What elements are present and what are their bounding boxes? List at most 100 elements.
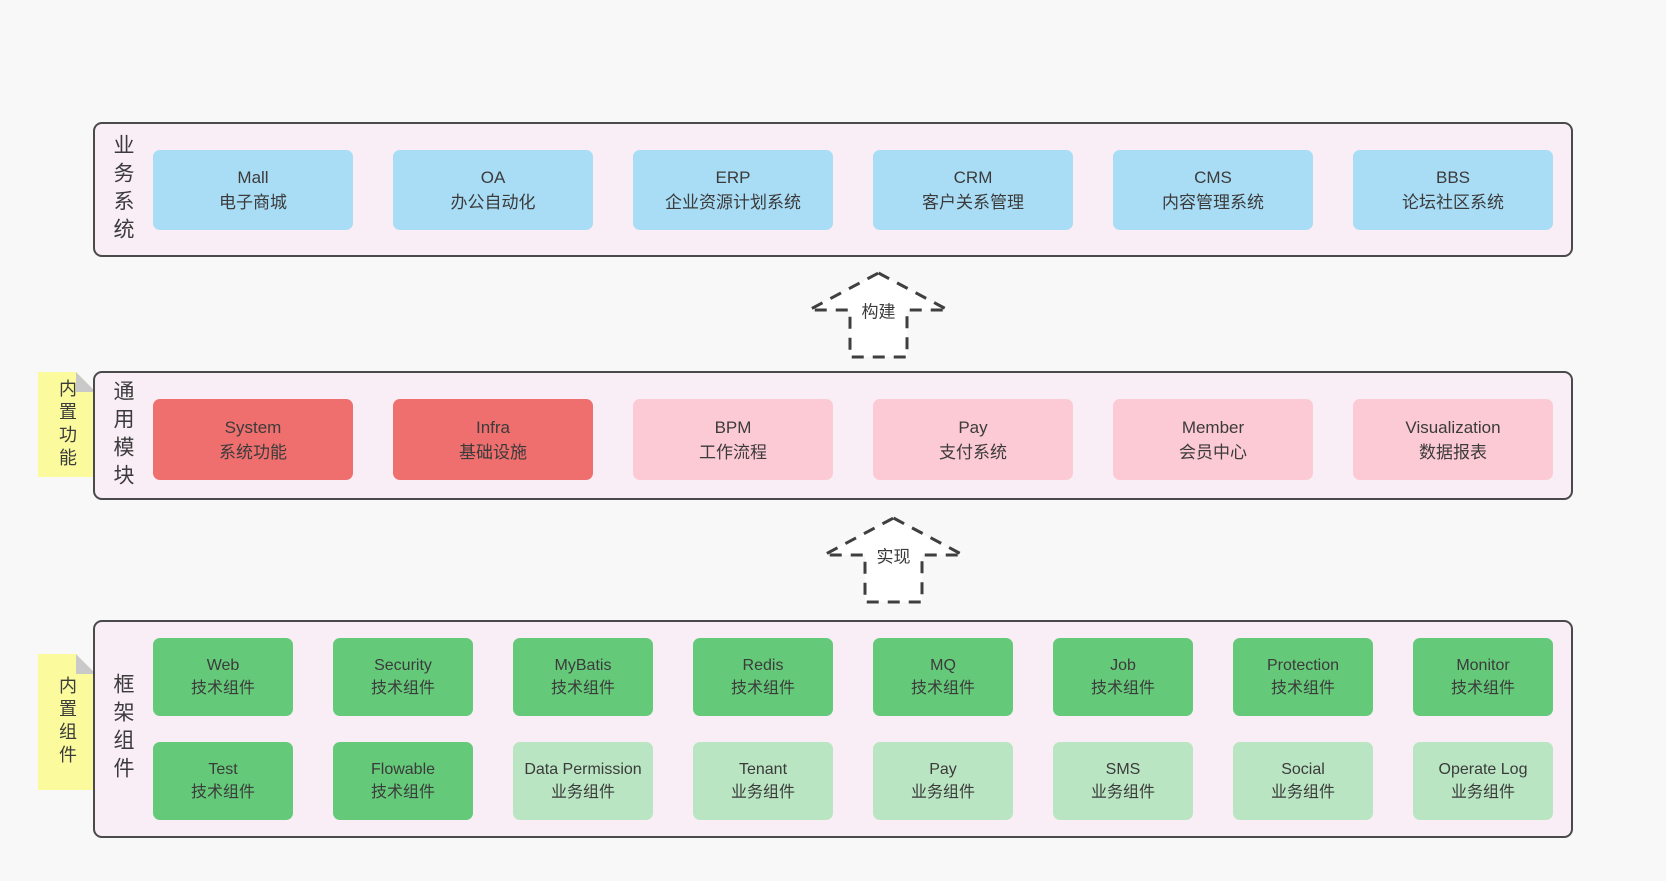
box-mybatis: MyBatis 技术组件: [513, 638, 653, 716]
box-name: Tenant: [738, 761, 788, 778]
box-bpm: BPM 工作流程: [633, 399, 833, 480]
box-subtitle: 技术组件: [550, 680, 615, 697]
box-subtitle: 技术组件: [370, 784, 435, 801]
box-name: Web: [206, 657, 240, 674]
arrow-label: 实现: [872, 541, 915, 569]
box-subtitle: 数据报表: [1419, 442, 1487, 462]
box-tenant: Tenant 业务组件: [693, 742, 833, 820]
framework-components-layer: 框架组件 Web 技术组件 Security 技术组件 MyBatis 技术组件…: [93, 620, 1573, 838]
box-subtitle: 技术组件: [190, 784, 255, 801]
box-subtitle: 技术组件: [370, 680, 435, 697]
box-erp: ERP 企业资源计划系统: [633, 150, 833, 230]
box-name: MyBatis: [554, 657, 612, 674]
box-name: SMS: [1105, 761, 1141, 778]
box-name: Pay: [929, 761, 957, 778]
box-system: System 系统功能: [153, 399, 353, 480]
box-flowable: Flowable 技术组件: [333, 742, 473, 820]
box-name: Protection: [1266, 657, 1340, 674]
common-modules-layer: 通用模块 System 系统功能 Infra 基础设施 BPM 工作流程 Pay…: [93, 371, 1573, 500]
box-name: Job: [1110, 657, 1136, 674]
box-crm: CRM 客户关系管理: [873, 150, 1073, 230]
box-subtitle: 系统功能: [219, 442, 287, 462]
box-subtitle: 技术组件: [1090, 680, 1155, 697]
layer-label: 通用模块: [111, 379, 134, 492]
arrow-label: 构建: [857, 296, 900, 324]
box-member: Member 会员中心: [1113, 399, 1313, 480]
box-subtitle: 技术组件: [1450, 680, 1515, 697]
box-subtitle: 会员中心: [1179, 442, 1247, 462]
box-subtitle: 业务组件: [550, 784, 615, 801]
box-name: OA: [480, 168, 506, 187]
box-subtitle: 业务组件: [1270, 784, 1335, 801]
box-subtitle: 技术组件: [190, 680, 255, 697]
box-name: System: [224, 417, 282, 437]
common-modules-row: System 系统功能 Infra 基础设施 BPM 工作流程 Pay 支付系统…: [153, 399, 1553, 480]
box-social: Social 业务组件: [1233, 742, 1373, 820]
business-systems-row: Mall 电子商城 OA 办公自动化 ERP 企业资源计划系统 CRM 客户关系…: [153, 150, 1553, 230]
box-pay: Pay 支付系统: [873, 399, 1073, 480]
box-bbs: BBS 论坛社区系统: [1353, 150, 1553, 230]
box-name: Pay: [958, 417, 988, 437]
box-name: Operate Log: [1438, 761, 1528, 778]
box-subtitle: 技术组件: [730, 680, 795, 697]
box-name: Infra: [475, 417, 511, 437]
box-name: Data Permission: [524, 761, 642, 778]
box-subtitle: 基础设施: [459, 442, 527, 462]
box-subtitle: 办公自动化: [450, 193, 536, 212]
box-data-permission: Data Permission 业务组件: [513, 742, 653, 820]
box-name: Social: [1281, 761, 1325, 778]
box-subtitle: 企业资源计划系统: [665, 193, 801, 212]
box-name: Test: [208, 761, 238, 778]
box-name: Mall: [237, 168, 269, 187]
box-name: MQ: [930, 657, 956, 674]
box-subtitle: 客户关系管理: [922, 193, 1024, 212]
box-security: Security 技术组件: [333, 638, 473, 716]
box-infra: Infra 基础设施: [393, 399, 593, 480]
framework-components-row-2: Test 技术组件 Flowable 技术组件 Data Permission …: [153, 742, 1553, 820]
box-subtitle: 业务组件: [730, 784, 795, 801]
box-name: Monitor: [1456, 657, 1510, 674]
box-name: BPM: [714, 417, 752, 437]
box-protection: Protection 技术组件: [1233, 638, 1373, 716]
box-name: CMS: [1194, 168, 1232, 187]
box-name: Member: [1181, 417, 1245, 437]
box-name: Redis: [742, 657, 784, 674]
box-mq: MQ 技术组件: [873, 638, 1013, 716]
box-name: ERP: [715, 168, 751, 187]
implement-arrow: 实现: [821, 515, 966, 605]
build-arrow: 构建: [806, 270, 951, 360]
box-subtitle: 业务组件: [1090, 784, 1155, 801]
box-subtitle: 业务组件: [1450, 784, 1515, 801]
box-subtitle: 支付系统: [939, 442, 1007, 462]
box-oa: OA 办公自动化: [393, 150, 593, 230]
sticky-note-builtin-components: 内置组件: [38, 654, 96, 790]
note-text: 内置组件: [57, 676, 77, 768]
box-web: Web 技术组件: [153, 638, 293, 716]
box-name: Flowable: [370, 761, 436, 778]
box-operate-log: Operate Log 业务组件: [1413, 742, 1553, 820]
layer-label: 框架组件: [111, 673, 134, 785]
box-subtitle: 论坛社区系统: [1402, 193, 1504, 212]
sticky-note-builtin-features: 内置功能: [38, 372, 96, 477]
box-name: Visualization: [1405, 417, 1501, 437]
box-subtitle: 技术组件: [1270, 680, 1335, 697]
layer-label: 业务系统: [111, 133, 134, 246]
box-job: Job 技术组件: [1053, 638, 1193, 716]
box-monitor: Monitor 技术组件: [1413, 638, 1553, 716]
box-sms: SMS 业务组件: [1053, 742, 1193, 820]
box-pay-component: Pay 业务组件: [873, 742, 1013, 820]
box-visualization: Visualization 数据报表: [1353, 399, 1553, 480]
box-test: Test 技术组件: [153, 742, 293, 820]
business-systems-layer: 业务系统 Mall 电子商城 OA 办公自动化 ERP 企业资源计划系统 CRM…: [93, 122, 1573, 257]
box-name: BBS: [1435, 168, 1471, 187]
box-subtitle: 技术组件: [910, 680, 975, 697]
note-text: 内置功能: [57, 378, 77, 471]
box-subtitle: 工作流程: [699, 442, 767, 462]
box-cms: CMS 内容管理系统: [1113, 150, 1313, 230]
box-name: Security: [374, 657, 432, 674]
box-mall: Mall 电子商城: [153, 150, 353, 230]
box-subtitle: 电子商城: [219, 193, 287, 212]
box-subtitle: 内容管理系统: [1162, 193, 1264, 212]
framework-components-row-1: Web 技术组件 Security 技术组件 MyBatis 技术组件 Redi…: [153, 638, 1553, 716]
box-redis: Redis 技术组件: [693, 638, 833, 716]
